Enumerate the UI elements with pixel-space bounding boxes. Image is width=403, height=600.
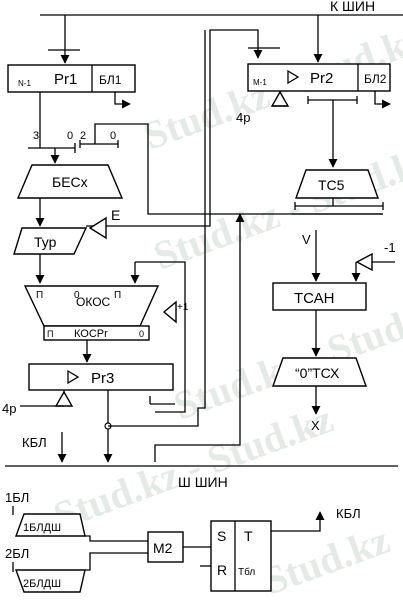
pr1-prefix: N-1 xyxy=(18,79,31,88)
m2-label: M2 xyxy=(153,540,173,556)
tur-label: Тур xyxy=(34,234,57,250)
register-pr3: Pr3 xyxy=(28,363,174,391)
bldsh1-label: 1БЛДШ xyxy=(23,522,61,534)
okos-p-bottom: П xyxy=(47,329,53,339)
okos-p-left: П xyxy=(36,290,43,301)
tsan-label: ТСАН xyxy=(294,290,335,307)
kbl-right-label: КБЛ xyxy=(336,506,361,521)
signal-1bl: 1БЛ xyxy=(5,490,29,505)
okos-label: ОКОС xyxy=(76,295,111,309)
block-2bldsh: 2БЛДШ xyxy=(15,569,86,593)
pr1-label: Pr1 xyxy=(54,71,77,88)
block-1bldsh: 1БЛДШ xyxy=(15,513,86,537)
bldsh2-label: 2БЛДШ xyxy=(23,578,61,590)
block-m2: M2 xyxy=(147,531,184,563)
trigger-r: R xyxy=(217,562,227,578)
signal-e: E xyxy=(111,207,120,223)
pr2-suffix: БЛ2 xyxy=(364,72,387,86)
watermark-line-5: Stud.kz xyxy=(258,517,396,600)
pr3-label: Pr3 xyxy=(91,370,114,387)
kospr-label: КОСPr xyxy=(74,328,108,340)
pr2-label: Pr2 xyxy=(310,70,333,87)
register-pr2: M-1 Pr2 БЛ2 xyxy=(247,63,391,92)
block-zero-tsx: “0”ТСХ xyxy=(272,357,367,387)
signal-minus-one: -1 xyxy=(384,240,396,255)
bottom-bus-label: Ш ШИН xyxy=(178,474,228,490)
block-tur: Тур xyxy=(13,227,88,255)
block-tsan: ТСАН xyxy=(272,282,367,311)
top-bus: К ШИН xyxy=(40,0,403,16)
bit-2: 2 xyxy=(80,130,86,142)
bit-0-a: 0 xyxy=(67,130,73,142)
bit-0-b: 0 xyxy=(110,130,116,142)
okos-p-right: П xyxy=(114,290,121,301)
pr2-prefix: M-1 xyxy=(253,78,267,87)
register-pr1: N-1 Pr1 БЛ1 xyxy=(7,64,136,93)
signal-4p-bottom: 4р xyxy=(2,401,16,416)
bit-3: 3 xyxy=(33,130,39,142)
tc5-label: ТС5 xyxy=(318,177,345,193)
trigger-tbl-label: Tбл xyxy=(238,566,255,578)
signal-v: V xyxy=(302,232,311,247)
signal-2bl: 2БЛ xyxy=(5,546,29,561)
okos-zero-mid: 0 xyxy=(74,290,80,301)
bottom-bus: Ш ШИН xyxy=(5,465,398,490)
zero-tsx-label: “0”ТСХ xyxy=(295,365,340,381)
pr1-suffix: БЛ1 xyxy=(99,73,122,87)
kbl-left-label: КБЛ xyxy=(22,435,47,450)
signal-4p-top: 4р xyxy=(236,110,250,125)
besx-label: БЕСх xyxy=(52,174,88,190)
block-tc5: ТС5 xyxy=(295,169,379,199)
block-okos: ОКОС П 0 П П КОСPr 0 xyxy=(23,285,160,341)
signal-plus-one: +1 xyxy=(177,302,189,313)
trigger-tbl: S T R Tбл xyxy=(210,520,272,592)
trigger-t: T xyxy=(244,528,253,544)
top-bus-label: К ШИН xyxy=(330,0,375,14)
okos-zero-bottom: 0 xyxy=(139,329,144,339)
block-besx: БЕСх xyxy=(16,164,124,199)
trigger-s: S xyxy=(217,528,226,544)
signal-x: X xyxy=(311,418,320,433)
